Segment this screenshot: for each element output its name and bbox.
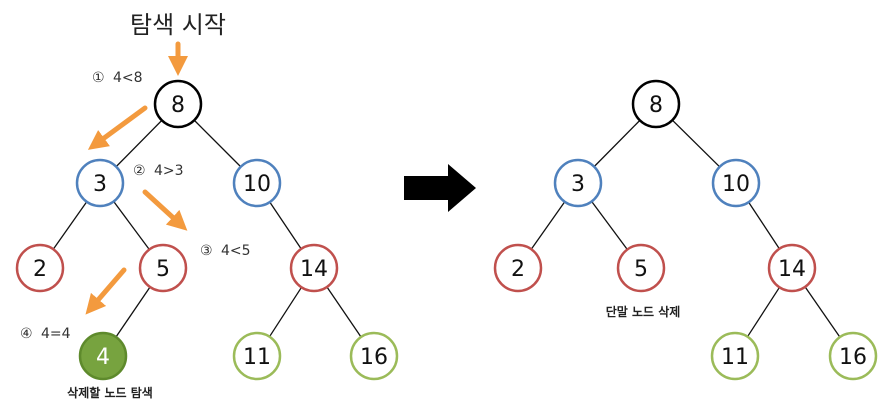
step-1-label: ① 4<8 — [92, 70, 143, 86]
node-circle — [75, 158, 125, 208]
node-label: 11 — [243, 345, 271, 370]
edge-8-3 — [593, 119, 641, 168]
edge-14-11 — [268, 286, 303, 338]
node-circle — [349, 331, 399, 381]
node-label: 5 — [156, 257, 170, 282]
node-16: 16 — [349, 331, 399, 381]
step-2-label: ② 4>3 — [133, 163, 184, 179]
node-label: 14 — [778, 257, 806, 282]
edge-5-4 — [115, 286, 151, 338]
node-label: 10 — [243, 172, 271, 197]
step-2-text: 4>3 — [154, 163, 184, 179]
transition-arrow-icon — [404, 164, 476, 212]
step-4-marker: ④ — [20, 326, 33, 342]
step-1-marker: ① — [92, 70, 105, 86]
node-circle — [493, 243, 543, 293]
edge-3-5 — [591, 201, 628, 250]
node-label: 2 — [511, 257, 525, 282]
step-3-text: 4<5 — [221, 243, 251, 259]
node-label: 5 — [634, 257, 648, 282]
edge-3-5 — [113, 201, 150, 250]
caption-find-node: 삭제할 노드 탐색 — [67, 385, 153, 400]
edge-8-10 — [193, 119, 242, 168]
tree-after-deletion: 8 3 10 2 5 14 11 16 — [493, 79, 878, 381]
node-circle — [232, 158, 282, 208]
edge-8-3 — [115, 119, 163, 168]
node-label: 16 — [360, 345, 388, 370]
node-2: 2 — [493, 243, 543, 293]
node-circle — [15, 243, 65, 293]
node-label: 8 — [649, 93, 663, 118]
node-8: 8 — [631, 79, 681, 129]
edge-3-2 — [52, 201, 88, 250]
step-3-marker: ③ — [200, 243, 213, 259]
step-2-marker: ② — [133, 163, 146, 179]
step-labels: ① 4<8 ② 4>3 ③ 4<5 ④ 4=4 — [20, 70, 251, 342]
node-circle — [767, 243, 817, 293]
node-circle — [711, 158, 761, 208]
step-4-arrow — [85, 267, 127, 315]
node-circle — [289, 243, 339, 293]
node-circle — [828, 331, 878, 381]
node-14: 14 — [289, 243, 339, 293]
node-5: 5 — [616, 243, 666, 293]
diagram-title: 탐색 시작 — [130, 11, 226, 39]
edge-8-10 — [671, 119, 721, 168]
node-circle — [78, 331, 128, 381]
edge-14-16 — [804, 286, 841, 338]
node-label: 3 — [93, 172, 107, 197]
node-label: 16 — [839, 345, 867, 370]
node-label: 3 — [571, 172, 585, 197]
step-4-text: 4=4 — [41, 326, 71, 342]
node-circle — [232, 331, 282, 381]
step-2-arrow — [142, 189, 188, 231]
node-circle — [138, 243, 188, 293]
node-label: 8 — [171, 93, 185, 118]
tree-before-deletion: 8 3 10 2 5 14 4 11 16 — [15, 79, 399, 381]
edge-3-2 — [530, 201, 566, 250]
edge-10-14 — [748, 201, 780, 250]
node-label: 2 — [33, 257, 47, 282]
node-4: 4 — [78, 331, 128, 381]
step-4-label: ④ 4=4 — [20, 326, 71, 342]
edge-14-16 — [326, 286, 362, 338]
node-2: 2 — [15, 243, 65, 293]
caption-delete-leaf: 단말 노드 삭제 — [606, 304, 681, 319]
node-10: 10 — [232, 158, 282, 208]
node-label: 14 — [300, 257, 328, 282]
search-path-arrows — [85, 41, 188, 315]
node-16: 16 — [828, 331, 878, 381]
node-8: 8 — [153, 79, 203, 129]
node-14: 14 — [767, 243, 817, 293]
step-1-arrow — [87, 105, 148, 150]
node-5: 5 — [138, 243, 188, 293]
step-1-text: 4<8 — [113, 70, 143, 86]
node-circle — [616, 243, 666, 293]
edge-14-11 — [746, 286, 781, 338]
node-circle — [553, 158, 603, 208]
node-11: 11 — [710, 331, 760, 381]
node-10: 10 — [711, 158, 761, 208]
edge-10-14 — [269, 201, 302, 250]
node-circle — [153, 79, 203, 129]
node-3: 3 — [75, 158, 125, 208]
node-3: 3 — [553, 158, 603, 208]
node-label: 4 — [96, 345, 110, 370]
node-label: 10 — [722, 172, 750, 197]
node-11: 11 — [232, 331, 282, 381]
node-label: 11 — [721, 345, 749, 370]
node-circle — [710, 331, 760, 381]
node-circle — [631, 79, 681, 129]
step-3-label: ③ 4<5 — [200, 243, 251, 259]
